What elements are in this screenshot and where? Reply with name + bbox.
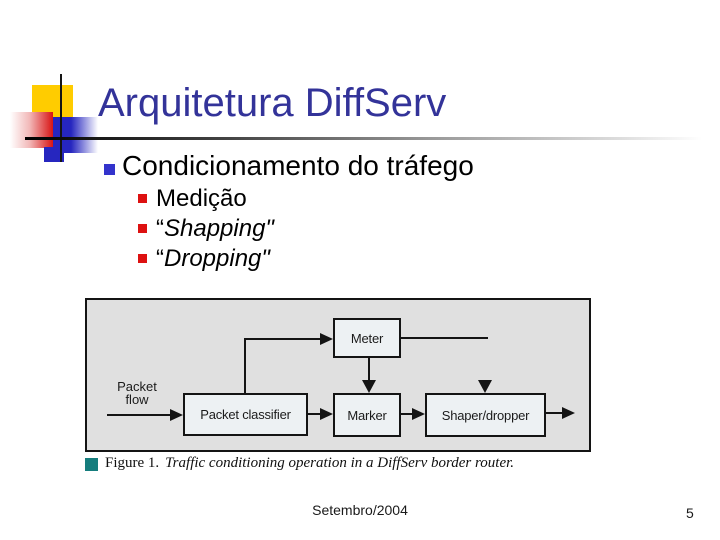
level2-bullet-icon [138, 254, 147, 263]
traffic-conditioning-diagram: Packet flow Meter Packet classifier Mark… [85, 298, 591, 452]
connector-marker-shaper [401, 413, 413, 415]
packet-flow-line1: Packet [117, 379, 157, 394]
caption-text: Traffic conditioning operation in a Diff… [165, 455, 515, 471]
connector-classifier-up [244, 339, 246, 393]
decor-yellow-square [32, 85, 73, 117]
arrowhead-right-icon [412, 408, 425, 420]
caption-bullet-icon [85, 458, 98, 471]
arrowhead-right-icon [320, 333, 333, 345]
node-meter: Meter [333, 318, 401, 358]
arrowhead-down-icon [362, 380, 376, 393]
title-underline [25, 137, 702, 140]
packet-flow-label: Packet flow [105, 380, 169, 406]
connector-shaper-output [546, 412, 563, 414]
list-item: “Shapping" [138, 215, 274, 245]
level2-bullet-icon [138, 194, 147, 203]
figure-caption: Figure 1. Traffic conditioning operation… [85, 455, 514, 472]
footer-date: Setembro/2004 [312, 502, 408, 518]
node-shaper-dropper: Shaper/dropper [425, 393, 546, 437]
connector-meter-marker [368, 358, 370, 382]
arrowhead-right-icon [170, 409, 183, 421]
decor-blue-small-square [44, 147, 64, 162]
decor-vertical-line [60, 74, 62, 162]
arrowhead-right-icon [562, 407, 575, 419]
connector-input-line [107, 414, 171, 416]
page-title: Arquitetura DiffServ [98, 81, 447, 125]
list-item: “Dropping" [138, 245, 270, 275]
arrowhead-down-icon [478, 380, 492, 393]
connector-to-meter [244, 338, 320, 340]
node-packet-classifier: Packet classifier [183, 393, 308, 436]
level1-bullet-text: Condicionamento do tráfego [122, 150, 474, 181]
page-number: 5 [686, 505, 694, 521]
level2-bullet-text: “Shapping" [156, 215, 274, 242]
node-marker: Marker [333, 393, 401, 437]
level1-bullet-icon [104, 164, 115, 175]
packet-flow-line2: flow [125, 392, 149, 407]
decor-red-gradient-square [10, 112, 53, 148]
list-item: Medição [138, 185, 247, 215]
arrowhead-right-icon [320, 408, 333, 420]
connector-classifier-marker [308, 413, 321, 415]
level2-bullet-icon [138, 224, 147, 233]
level2-bullet-text: Medição [156, 185, 247, 212]
level2-bullet-text: “Dropping" [156, 245, 270, 272]
connector-meter-output [401, 337, 488, 339]
caption-label: Figure 1. [105, 455, 160, 471]
